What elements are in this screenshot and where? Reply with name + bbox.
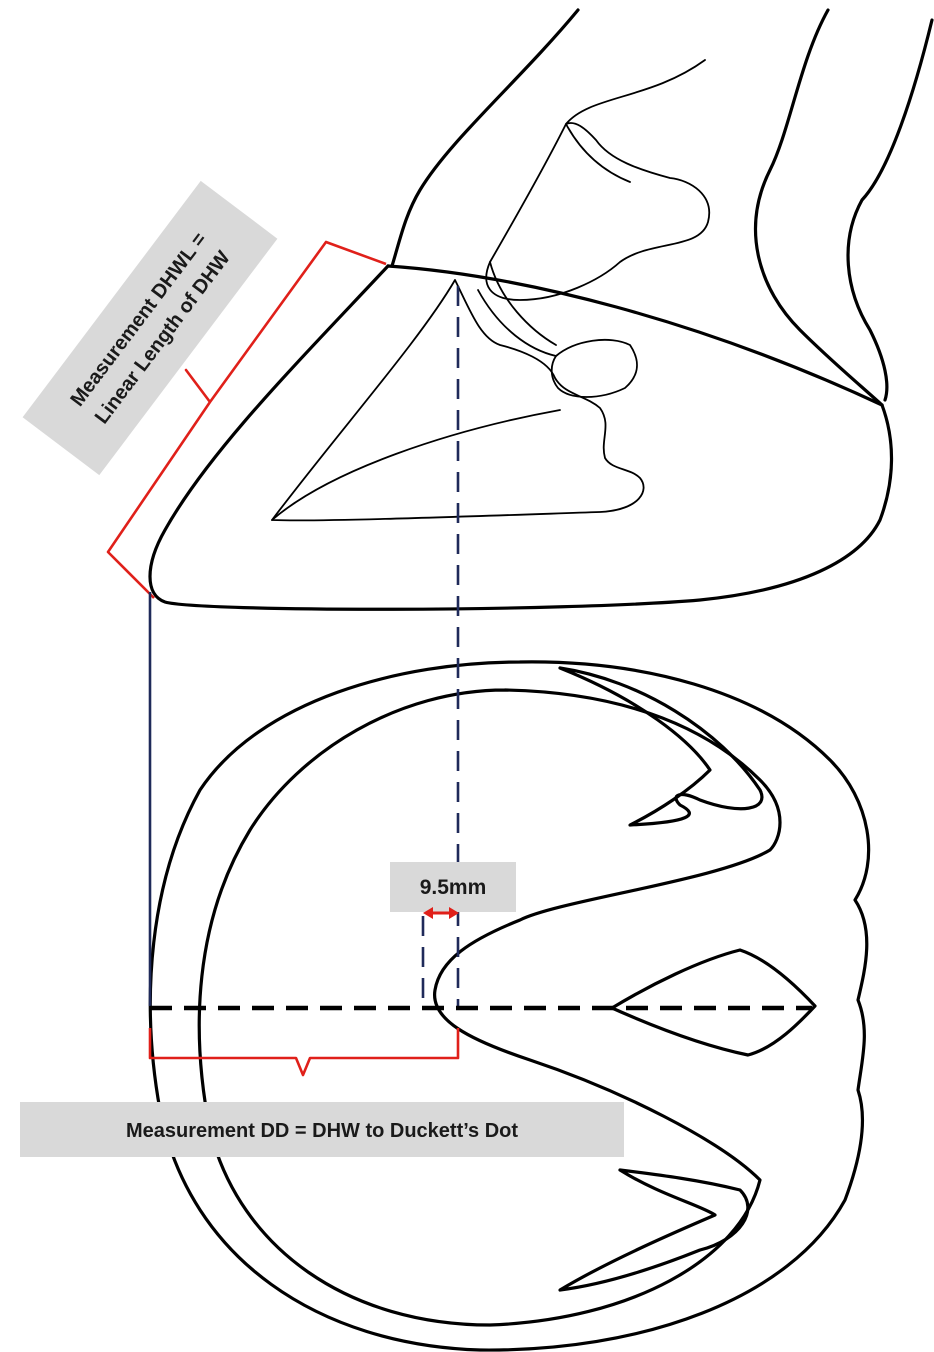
pastern-joint-capsule xyxy=(478,262,556,356)
pastern-joint-line xyxy=(566,124,630,182)
dhwl-label-box xyxy=(23,181,278,475)
coronary-band xyxy=(388,266,882,405)
dd-bracket xyxy=(150,1028,458,1075)
short-pastern-bone xyxy=(486,60,709,300)
offset-label: 9.5mm xyxy=(420,876,487,899)
dd-label: Measurement DD = DHW to Duckett’s Dot xyxy=(126,1120,518,1142)
frog xyxy=(612,950,815,1055)
upper-bar xyxy=(560,668,762,825)
lower-bar xyxy=(560,1170,748,1290)
pastern-heel-outline xyxy=(848,20,932,400)
dhwl-label: Measurement DHWL = Linear Length of DHW xyxy=(23,181,278,475)
pastern-back-outline xyxy=(756,10,882,405)
hoof-lateral-view xyxy=(150,10,932,609)
pastern-front-outline xyxy=(392,10,578,266)
